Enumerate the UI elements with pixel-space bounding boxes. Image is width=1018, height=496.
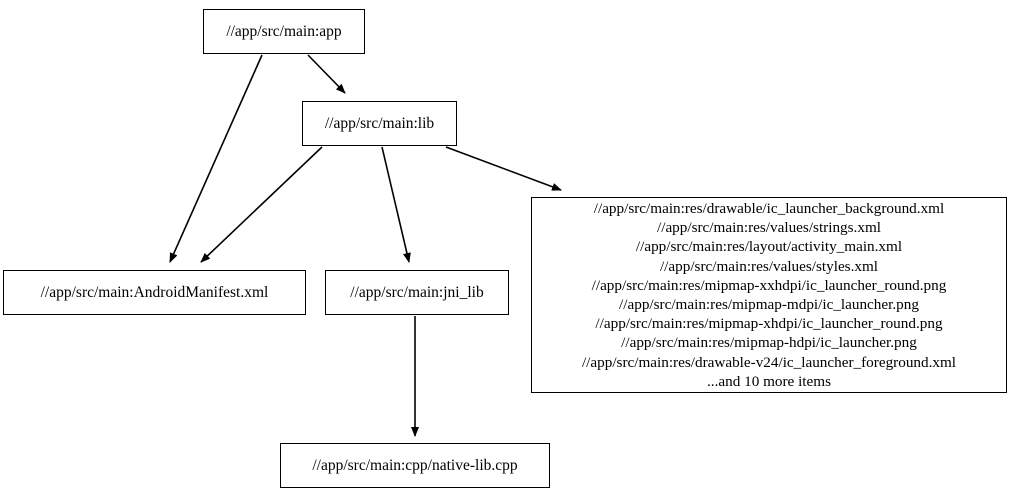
edge-app-to-manifest — [169, 54, 263, 263]
graph-node-lib[interactable]: //app/src/main:lib — [302, 101, 457, 146]
graph-node-app[interactable]: //app/src/main:app — [203, 9, 365, 54]
graph-node-res-group-label: //app/src/main:res/drawable/ic_launcher_… — [581, 199, 957, 390]
edge-lib-to-manifest — [200, 146, 323, 263]
graph-node-lib-label: //app/src/main:lib — [324, 114, 435, 132]
graph-node-native-lib-cpp-label: //app/src/main:cpp/native-lib.cpp — [312, 456, 518, 474]
graph-node-jni-lib-label: //app/src/main:jni_lib — [350, 283, 484, 301]
edge-lib-to-jni-lib — [381, 146, 411, 263]
edge-app-to-lib — [307, 54, 346, 94]
edge-lib-to-res-group — [445, 146, 562, 191]
graph-node-app-label: //app/src/main:app — [226, 22, 342, 40]
graph-node-res-group[interactable]: //app/src/main:res/drawable/ic_launcher_… — [531, 197, 1007, 393]
graph-node-android-manifest-label: //app/src/main:AndroidManifest.xml — [40, 283, 269, 301]
graph-node-jni-lib[interactable]: //app/src/main:jni_lib — [325, 270, 509, 315]
graph-node-android-manifest[interactable]: //app/src/main:AndroidManifest.xml — [3, 270, 306, 315]
graph-node-native-lib-cpp[interactable]: //app/src/main:cpp/native-lib.cpp — [280, 443, 550, 488]
